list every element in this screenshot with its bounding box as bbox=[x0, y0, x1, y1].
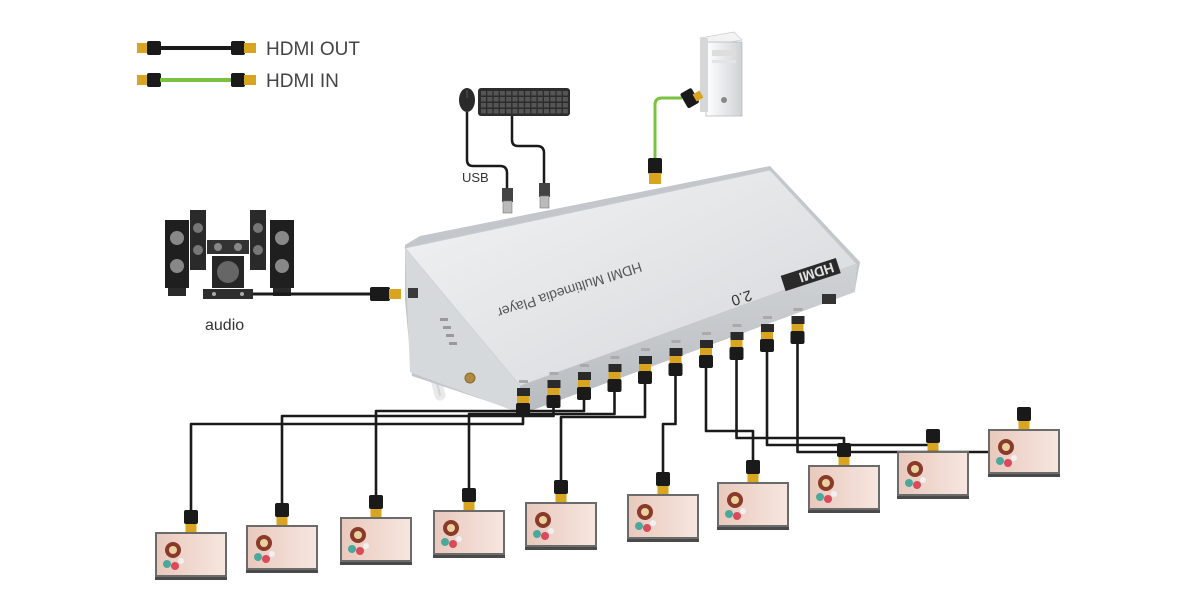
hdmi-out-cable bbox=[467, 388, 616, 492]
tv-screen-icon bbox=[155, 532, 227, 580]
usb-connector-2 bbox=[539, 183, 550, 209]
mouse-icon bbox=[459, 88, 475, 112]
usb-cables bbox=[465, 112, 546, 192]
hdmi-output-port bbox=[669, 348, 683, 356]
hdmi-output-port bbox=[700, 340, 713, 348]
tv-screen-icon bbox=[808, 465, 880, 513]
hdmi-output-port bbox=[608, 364, 622, 372]
tv-screen-icon bbox=[897, 451, 969, 499]
hdmi-output-port bbox=[517, 388, 530, 396]
pc-tower-icon bbox=[699, 31, 743, 117]
audio-label: audio bbox=[205, 317, 244, 334]
legend-hdmi-out: HDMI OUT bbox=[137, 39, 360, 60]
hdmi-out-cable bbox=[735, 356, 846, 447]
legend-hdmi-in: HDMI IN bbox=[137, 71, 339, 92]
hdmi-out-cable bbox=[704, 364, 755, 464]
hdmi-out-cable bbox=[765, 348, 935, 447]
hdmi-out-cable bbox=[189, 412, 525, 514]
legend: HDMI OUT HDMI IN bbox=[137, 39, 360, 92]
hdmi-output-port bbox=[547, 380, 561, 388]
tv-screen-icon bbox=[340, 517, 412, 565]
hdmi-out-cable bbox=[374, 396, 586, 499]
hdmi-out-cable bbox=[280, 404, 555, 507]
hdmi-output-port bbox=[639, 356, 652, 364]
legend-hdmi-out-label: HDMI OUT bbox=[266, 39, 360, 60]
device-version-label: 2.0 bbox=[729, 286, 754, 309]
hdmi-in-cable bbox=[648, 88, 704, 184]
tv-screen-icon bbox=[525, 502, 597, 550]
tv-screen-icon bbox=[988, 429, 1060, 477]
speaker-system-icon bbox=[165, 210, 294, 299]
hdmi-output-port bbox=[761, 324, 774, 332]
usb-label: USB bbox=[462, 170, 489, 185]
legend-hdmi-in-label: HDMI IN bbox=[266, 71, 339, 92]
hdmi-output-port bbox=[791, 316, 805, 324]
audio-cable bbox=[253, 287, 401, 301]
hdmi-output-port bbox=[730, 332, 744, 340]
hdmi-out-cable bbox=[661, 372, 677, 476]
hdmi-out-cable bbox=[559, 380, 647, 484]
usb-connector-1 bbox=[502, 188, 513, 214]
display-screens bbox=[155, 429, 1060, 580]
tv-screen-icon bbox=[627, 494, 699, 542]
tv-screen-icon bbox=[433, 510, 505, 558]
hdmi-output-port bbox=[578, 372, 591, 380]
tv-screen-icon bbox=[246, 525, 318, 573]
keyboard-icon bbox=[478, 88, 570, 116]
hdmi-multimedia-player-device: HDMI Multimedia Player HDMI 2.0 bbox=[404, 166, 860, 414]
tv-screen-icon bbox=[717, 482, 789, 530]
